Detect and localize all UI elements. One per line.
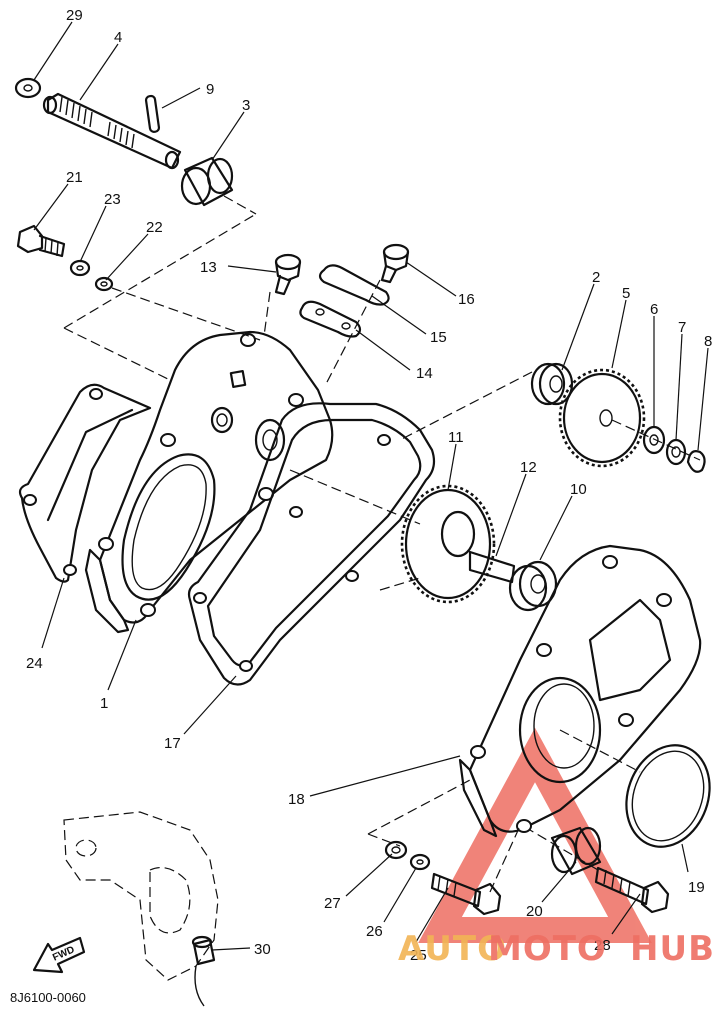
bolt-21 (16, 224, 66, 258)
label-5: 5 (622, 285, 630, 302)
label-9: 9 (206, 81, 214, 98)
label-25: 25 (410, 947, 427, 964)
bolt-13 (274, 253, 302, 296)
gear-11 (400, 484, 496, 604)
label-6: 6 (650, 301, 658, 318)
pin-9 (144, 94, 161, 133)
gear-5 (558, 368, 646, 468)
plug-30 (191, 935, 216, 1007)
label-24: 24 (26, 655, 43, 672)
label-19: 19 (688, 879, 705, 896)
washer-26 (409, 853, 431, 871)
label-7: 7 (678, 319, 686, 336)
label-4: 4 (114, 29, 122, 46)
label-21: 21 (66, 169, 83, 186)
label-14: 14 (416, 365, 433, 382)
collar-3 (180, 156, 234, 207)
washer-23 (69, 259, 91, 277)
leader-lines (33, 21, 709, 951)
label-1: 1 (100, 695, 108, 712)
label-16: 16 (458, 291, 475, 308)
washer-29 (14, 77, 42, 99)
label-8: 8 (704, 333, 712, 350)
alignment-lines (63, 195, 701, 893)
watermark-text-hub: HUB (630, 929, 715, 969)
washer-6 (642, 425, 666, 455)
label-28: 28 (594, 937, 611, 954)
label-13: 13 (200, 259, 217, 276)
washer-27 (384, 840, 408, 860)
label-18: 18 (288, 791, 305, 808)
label-3: 3 (242, 97, 250, 114)
label-22: 22 (146, 219, 163, 236)
watermark-text-moto: MOTO (488, 929, 607, 969)
watermark-text-auto: AUTO (398, 929, 507, 969)
plate-15 (318, 264, 390, 306)
bolt-28 (594, 866, 670, 914)
fwd-arrow: FWD (32, 936, 86, 974)
label-2: 2 (592, 269, 600, 286)
label-10: 10 (570, 481, 587, 498)
watermark-text: AUTO MOTO HUB (398, 929, 715, 969)
bearing-2 (530, 362, 574, 406)
bolt-16 (380, 243, 410, 284)
shaft-12 (468, 550, 516, 584)
label-15: 15 (430, 329, 447, 346)
label-27: 27 (324, 895, 341, 912)
label-12: 12 (520, 459, 537, 476)
housing-1 (84, 330, 334, 634)
cover-18 (458, 544, 702, 838)
label-23: 23 (104, 191, 121, 208)
label-11: 11 (448, 429, 464, 446)
shaft-4 (42, 92, 182, 170)
clip-8 (686, 450, 706, 473)
o-ring-19 (625, 744, 711, 848)
washer-22 (94, 276, 114, 292)
diagram-code: 8J6100-0060 (10, 990, 86, 1005)
collar-20 (550, 826, 602, 876)
part-labels: 29 4 9 3 21 23 22 13 16 15 14 2 5 6 7 8 … (26, 7, 712, 964)
gasket-24 (18, 383, 152, 583)
inset-sketch (63, 811, 219, 981)
label-29: 29 (66, 7, 83, 24)
label-17: 17 (164, 735, 181, 752)
watermark-logo (418, 727, 652, 943)
bolt-25 (430, 872, 502, 916)
gasket-14 (299, 300, 362, 338)
gasket-17 (187, 402, 436, 686)
label-30: 30 (254, 941, 271, 958)
label-26: 26 (366, 923, 383, 940)
label-20: 20 (526, 903, 543, 920)
bearing-10 (508, 560, 558, 612)
